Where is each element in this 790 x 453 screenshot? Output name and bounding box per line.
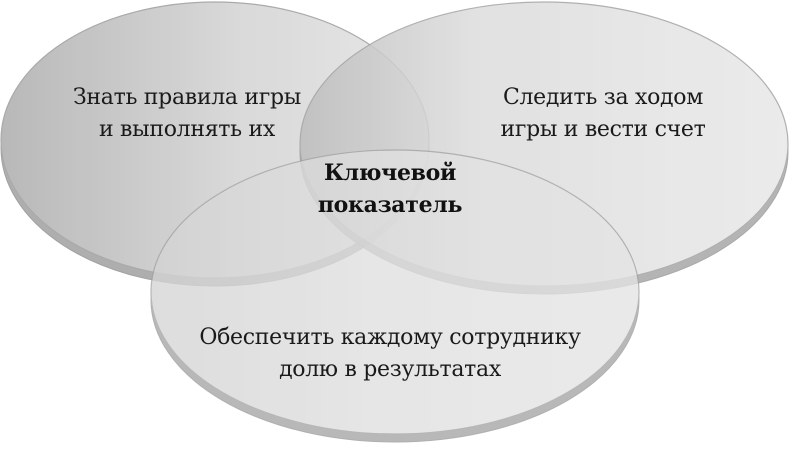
label-center-line1: Ключевой	[323, 160, 457, 186]
ellipse-bottom	[150, 149, 640, 443]
label-right: Следить за ходом игры и вести счет	[478, 82, 728, 146]
label-left-line2: и выполнять их	[99, 117, 275, 142]
ellipse-bottom-face	[150, 149, 640, 435]
label-center: Ключевой показатель	[295, 157, 485, 221]
label-right-line2: игры и вести счет	[500, 117, 706, 142]
label-bottom: Обеспечить каждому сотруднику долю в рез…	[170, 322, 610, 386]
label-center-line2: показатель	[317, 192, 463, 218]
label-right-line1: Следить за ходом	[502, 85, 704, 110]
label-bottom-line2: долю в результатах	[279, 357, 501, 382]
label-left: Знать правила игры и выполнять их	[62, 82, 312, 146]
label-left-line1: Знать правила игры	[72, 85, 301, 110]
label-bottom-line1: Обеспечить каждому сотруднику	[199, 325, 581, 350]
